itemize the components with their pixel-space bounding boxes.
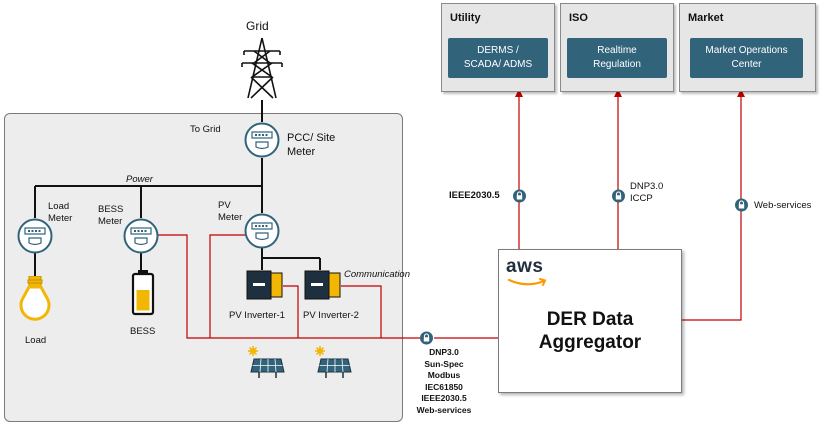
to-grid-label: To Grid — [190, 124, 221, 135]
lock-icon — [735, 198, 748, 212]
power-line-label: Power — [126, 174, 153, 185]
iso-title: ISO — [569, 12, 588, 24]
realtime-regulation-box: Realtime Regulation — [567, 38, 667, 78]
lock-icon — [513, 189, 526, 203]
bess-label: BESS — [130, 326, 156, 337]
der-data-aggregator-title: DER Data Aggregator — [538, 309, 642, 353]
power-bus — [34, 100, 321, 276]
utility-box: Utility DERMS / SCADA/ ADMS — [441, 3, 555, 92]
load-label: Load — [25, 335, 47, 346]
iso-protocol-label: DNP3.0 ICCP — [630, 181, 664, 204]
pv-meter-label: PV Meter — [218, 200, 243, 223]
pv-inverter-2-label: PV Inverter-2 — [303, 310, 359, 321]
market-title: Market — [688, 12, 724, 24]
pcc-meter-icon — [244, 122, 280, 158]
aws-logo: aws — [506, 256, 544, 277]
solar-panel-icon — [315, 346, 352, 378]
communication-line-label: Communication — [344, 269, 410, 280]
pv-inverter-1-icon — [246, 270, 283, 300]
derms-scada-adms-box: DERMS / SCADA/ ADMS — [448, 38, 548, 78]
lock-icon — [420, 331, 433, 345]
bess-meter-icon — [123, 218, 159, 254]
pcc-meter-label: PCC/ Site Meter — [287, 132, 336, 158]
pv-meter-icon — [244, 213, 280, 249]
solar-panel-icon — [248, 346, 285, 378]
load-meter-label: Load Meter — [48, 201, 73, 224]
battery-icon — [131, 270, 155, 316]
utility-title: Utility — [450, 12, 481, 24]
site-protocol-list: DNP3.0 Sun-Spec Modbus IEC61850 IEEE2030… — [416, 347, 472, 415]
market-operations-center-box: Market Operations Center — [690, 38, 803, 78]
communication-lines — [157, 93, 742, 339]
light-bulb-icon — [19, 276, 51, 321]
utility-protocol-label: IEEE2030.5 — [449, 190, 500, 201]
lock-icon — [612, 189, 625, 203]
aws-smile-icon — [507, 278, 547, 286]
pv-inverter-2-icon — [304, 270, 341, 300]
bess-meter-label: BESS Meter — [98, 204, 124, 227]
transmission-tower-icon — [241, 37, 283, 99]
market-protocol-label: Web-services — [754, 200, 812, 211]
arrow-heads — [515, 89, 745, 97]
load-meter-icon — [17, 218, 53, 254]
pv-inverter-1-label: PV Inverter-1 — [229, 310, 285, 321]
iso-box: ISO Realtime Regulation — [560, 3, 674, 92]
grid-label: Grid — [246, 19, 269, 33]
der-data-aggregator-box: aws DER Data Aggregator — [498, 249, 682, 393]
market-box: Market Market Operations Center — [679, 3, 816, 92]
